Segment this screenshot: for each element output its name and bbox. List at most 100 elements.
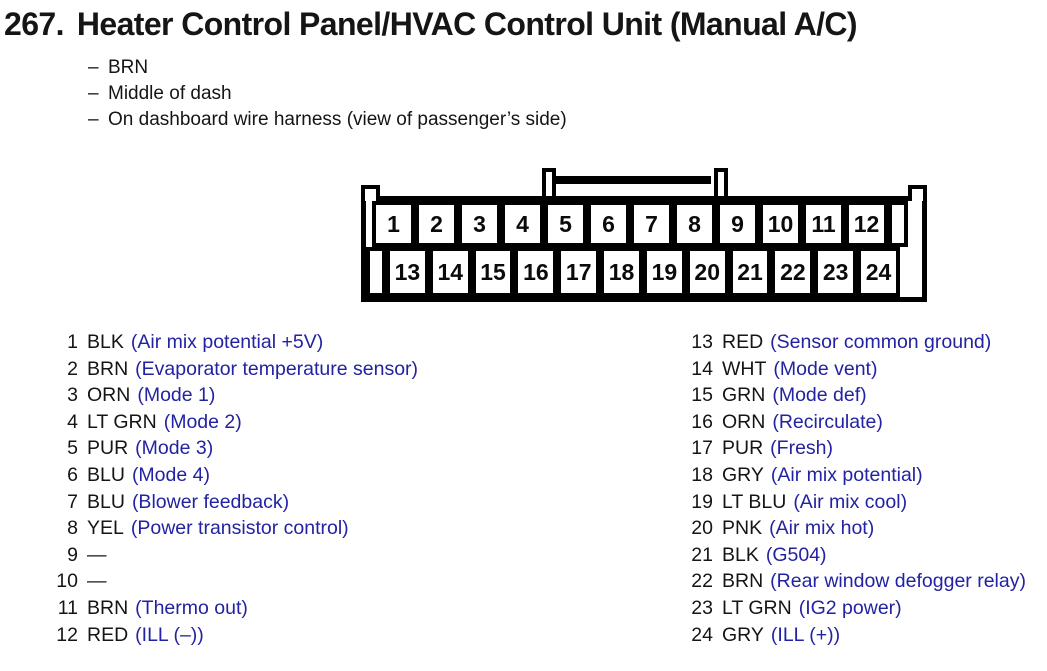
- pin-number: 13: [691, 331, 713, 353]
- note-item: – BRN: [88, 55, 567, 81]
- pin-function: (Air mix hot): [769, 517, 875, 540]
- pin-function: (G504): [765, 543, 827, 566]
- pin-number: 17: [691, 437, 713, 460]
- pin-row: 17 PUR (Fresh): [664, 435, 1026, 462]
- pin-wire-color: BLK: [722, 543, 759, 566]
- section-title: Heater Control Panel/HVAC Control Unit (…: [76, 6, 858, 42]
- pin-row: 6 BLU (Mode 4): [46, 462, 418, 489]
- connector-pin-cell: 16: [514, 247, 558, 297]
- connector-blank-cell: [366, 247, 386, 297]
- pin-number: 24: [691, 623, 713, 646]
- pin-number: 21: [691, 543, 713, 566]
- pin-wire-color: PUR: [722, 437, 764, 460]
- pin-function: (Mode 2): [163, 410, 242, 433]
- connector-lock-post-right: [714, 168, 728, 196]
- connector-pin-cell: 19: [642, 247, 686, 297]
- pin-function: (Blower feedback): [131, 490, 290, 513]
- pin-function: (ILL (–)): [135, 623, 204, 646]
- pin-function: (Power transistor control): [130, 517, 349, 540]
- pin-row: 16 ORN (Recirculate): [664, 409, 1026, 436]
- pin-number: 15: [691, 384, 713, 407]
- pin-row: 21 BLK (G504): [664, 542, 1026, 569]
- pin-function: (Air mix potential): [770, 463, 923, 486]
- pin-row: 12 RED (ILL (–)): [46, 622, 418, 649]
- pin-wire-color: WHT: [722, 357, 767, 380]
- page-title: 267. Heater Control Panel/HVAC Control Un…: [4, 6, 858, 43]
- note-dash: –: [88, 109, 99, 130]
- pin-row: 20 PNK (Air mix hot): [664, 515, 1026, 542]
- note-dash: –: [88, 57, 99, 78]
- note-text: Middle of dash: [108, 83, 232, 104]
- pin-wire-color: GRY: [722, 623, 764, 646]
- pin-row: 7 BLU (Blower feedback): [46, 489, 418, 516]
- pin-row: 9 —: [46, 542, 418, 569]
- note-text: On dashboard wire harness (view of passe…: [108, 109, 567, 130]
- connector-blank-cell: [888, 201, 908, 247]
- pin-function: (Recirculate): [772, 410, 883, 433]
- pin-wire-color: —: [87, 570, 107, 593]
- connector-pin-cell: 11: [802, 201, 845, 247]
- note-dash: –: [88, 83, 99, 104]
- connector-pin-cell: 20: [685, 247, 729, 297]
- pin-number: 2: [67, 357, 78, 380]
- connector-notch-right: [908, 185, 927, 201]
- connector-pin-cell: 5: [544, 201, 587, 247]
- pin-wire-color: ORN: [87, 384, 131, 407]
- pin-number: 8: [67, 517, 78, 540]
- pin-number: 6: [67, 463, 78, 486]
- pin-wire-color: BRN: [722, 570, 764, 593]
- pin-wire-color: BLK: [87, 331, 124, 353]
- section-number: 267.: [4, 6, 64, 42]
- pin-function: (Sensor common ground): [770, 331, 992, 353]
- pin-row: 23 LT GRN (IG2 power): [664, 595, 1026, 622]
- pin-wire-color: LT BLU: [722, 490, 787, 513]
- pin-function: (Mode def): [772, 384, 867, 407]
- connector-pin-cell: 21: [728, 247, 772, 297]
- pin-row: 24 GRY (ILL (+)): [664, 622, 1026, 649]
- connector-notch-left: [361, 185, 380, 201]
- pin-number: 3: [67, 384, 78, 407]
- pin-function: (Mode vent): [773, 357, 878, 380]
- pin-number: 11: [57, 596, 78, 619]
- pin-number: 22: [691, 570, 713, 593]
- connector-pin-cell: 10: [759, 201, 802, 247]
- connector-row-top: 1 2 3 4 5 6 7 8 9 10 11 12: [372, 201, 908, 247]
- pin-list-right: 13 RED (Sensor common ground) 14 WHT (Mo…: [664, 329, 1026, 648]
- pin-wire-color: PNK: [722, 517, 763, 540]
- pin-function: (Air mix cool): [793, 490, 908, 513]
- connector-pin-cell: 3: [458, 201, 501, 247]
- pin-wire-color: RED: [87, 623, 129, 646]
- pin-wire-color: YEL: [87, 517, 124, 540]
- connector-pin-cell: 2: [415, 201, 458, 247]
- note-item: – On dashboard wire harness (view of pas…: [88, 107, 567, 133]
- pin-number: 4: [67, 410, 78, 433]
- pin-function: (ILL (+)): [770, 623, 841, 646]
- pin-wire-color: ORN: [722, 410, 766, 433]
- connector-lock-post-left: [542, 168, 556, 196]
- pin-wire-color: LT GRN: [722, 596, 792, 619]
- pin-function: (Fresh): [770, 437, 834, 460]
- connector-pin-cell: 1: [372, 201, 415, 247]
- note-text: BRN: [108, 57, 149, 78]
- pin-wire-color: BLU: [87, 463, 125, 486]
- pin-wire-color: GRY: [722, 463, 764, 486]
- pin-list-left: 1 BLK (Air mix potential +5V) 2 BRN (Eva…: [46, 329, 418, 648]
- connector-pin-grid: 1 2 3 4 5 6 7 8 9 10 11 12 13 14 15 16 1: [366, 201, 922, 297]
- pin-function: (Mode 1): [137, 384, 216, 407]
- connector-pin-cell: 23: [814, 247, 858, 297]
- connector-lock-bar: [551, 176, 711, 184]
- pin-number: 1: [67, 331, 78, 353]
- connector-pin-cell: 22: [771, 247, 815, 297]
- pin-row: 1 BLK (Air mix potential +5V): [46, 329, 418, 356]
- connector-diagram: 1 2 3 4 5 6 7 8 9 10 11 12 13 14 15 16 1: [361, 164, 927, 302]
- connector-pin-cell: 14: [428, 247, 472, 297]
- pin-row: 13 RED (Sensor common ground): [664, 329, 1026, 356]
- pin-number: 14: [691, 357, 713, 380]
- pin-row: 18 GRY (Air mix potential): [664, 462, 1026, 489]
- connector-pin-cell: 9: [716, 201, 759, 247]
- pin-wire-color: RED: [722, 331, 764, 353]
- connector-pin-cell: 15: [471, 247, 515, 297]
- pin-row: 2 BRN (Evaporator temperature sensor): [46, 356, 418, 383]
- pin-function: (Air mix potential +5V): [130, 331, 324, 353]
